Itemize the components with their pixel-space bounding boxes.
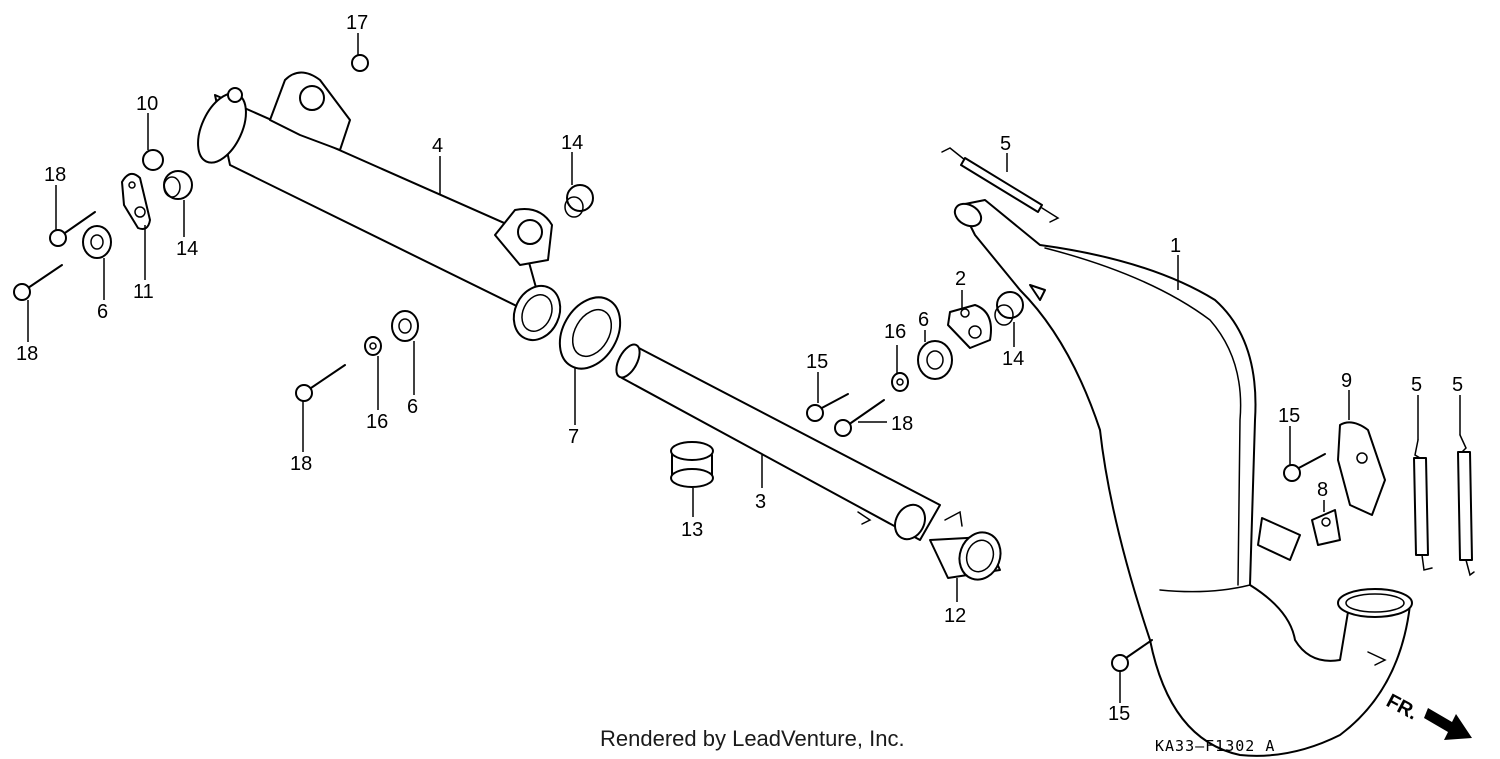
bolt-15-bottom [1111, 639, 1153, 672]
fr-label: FR. [1383, 690, 1422, 725]
callout-14-center: 14 [561, 132, 583, 154]
callout-5-top: 5 [1000, 133, 1011, 155]
bolt-15-center [806, 393, 849, 422]
callout-5-right-1: 5 [1411, 374, 1422, 396]
nut-17 [351, 54, 369, 72]
leader-lines [27, 33, 1461, 703]
spring-top [941, 147, 1060, 223]
nut-10 [142, 149, 164, 171]
diagram-code: KA33–F1302 A [1155, 737, 1276, 755]
callout-7: 7 [568, 426, 579, 448]
grommet-6-right [917, 340, 953, 380]
collar-14-right [994, 291, 1024, 326]
bracket-part-2 [947, 304, 992, 349]
spring-right-1 [1413, 439, 1433, 571]
callout-8: 8 [1317, 479, 1328, 501]
callout-18-upper-left: 18 [44, 164, 66, 186]
front-arrow-icon [1424, 708, 1472, 740]
callout-15-center: 15 [806, 351, 828, 373]
callout-15-right: 15 [1278, 405, 1300, 427]
tail-pipe [615, 343, 941, 541]
callout-18-center: 18 [290, 453, 312, 475]
washer-16-right [891, 372, 909, 392]
callout-1: 1 [1170, 235, 1181, 257]
callout-17: 17 [346, 12, 368, 34]
callout-14-right: 14 [1002, 348, 1024, 370]
grommet-6-center [391, 310, 419, 342]
bolt-18-right [834, 399, 885, 437]
callout-5-right-2: 5 [1452, 374, 1463, 396]
callout-18-right: 18 [891, 413, 913, 435]
bolt-18-center [295, 364, 346, 402]
callout-6-center: 6 [407, 396, 418, 418]
callout-13: 13 [681, 519, 703, 541]
bolt-18-upper-left [49, 211, 96, 247]
spring-right-2 [1457, 434, 1475, 577]
callout-15-bottom: 15 [1108, 703, 1130, 725]
bracket-part-9 [1337, 421, 1386, 516]
callout-4: 4 [432, 135, 443, 157]
callout-9: 9 [1341, 370, 1352, 392]
expansion-chamber [953, 199, 1413, 757]
callout-6-right: 6 [918, 309, 929, 331]
callout-11: 11 [133, 281, 154, 303]
callout-18-lower-left: 18 [16, 343, 38, 365]
silencer-body [197, 71, 562, 342]
callout-12: 12 [944, 605, 966, 627]
tail-pipe-cap [929, 510, 1002, 581]
grommet-6-left [82, 225, 112, 259]
collar-14-left [163, 170, 193, 200]
callout-14-left: 14 [176, 238, 198, 260]
bolt-18-lower-left [13, 264, 63, 301]
bracket-part-11 [121, 172, 151, 230]
seal-ring [558, 296, 622, 370]
washer-16-center [364, 336, 382, 356]
packing-sleeve [670, 441, 714, 488]
nut-part-8 [1311, 509, 1341, 546]
callout-16-center: 16 [366, 411, 388, 433]
render-credit: Rendered by LeadVenture, Inc. [600, 726, 905, 751]
callout-10: 10 [136, 93, 158, 115]
collar-14-center [564, 184, 594, 218]
callout-2: 2 [955, 268, 966, 290]
callout-3: 3 [755, 491, 766, 513]
bolt-15-right [1283, 453, 1326, 482]
front-direction-indicator: FR. [1383, 690, 1472, 740]
callout-16-right: 16 [884, 321, 906, 343]
callout-6-left: 6 [97, 301, 108, 323]
